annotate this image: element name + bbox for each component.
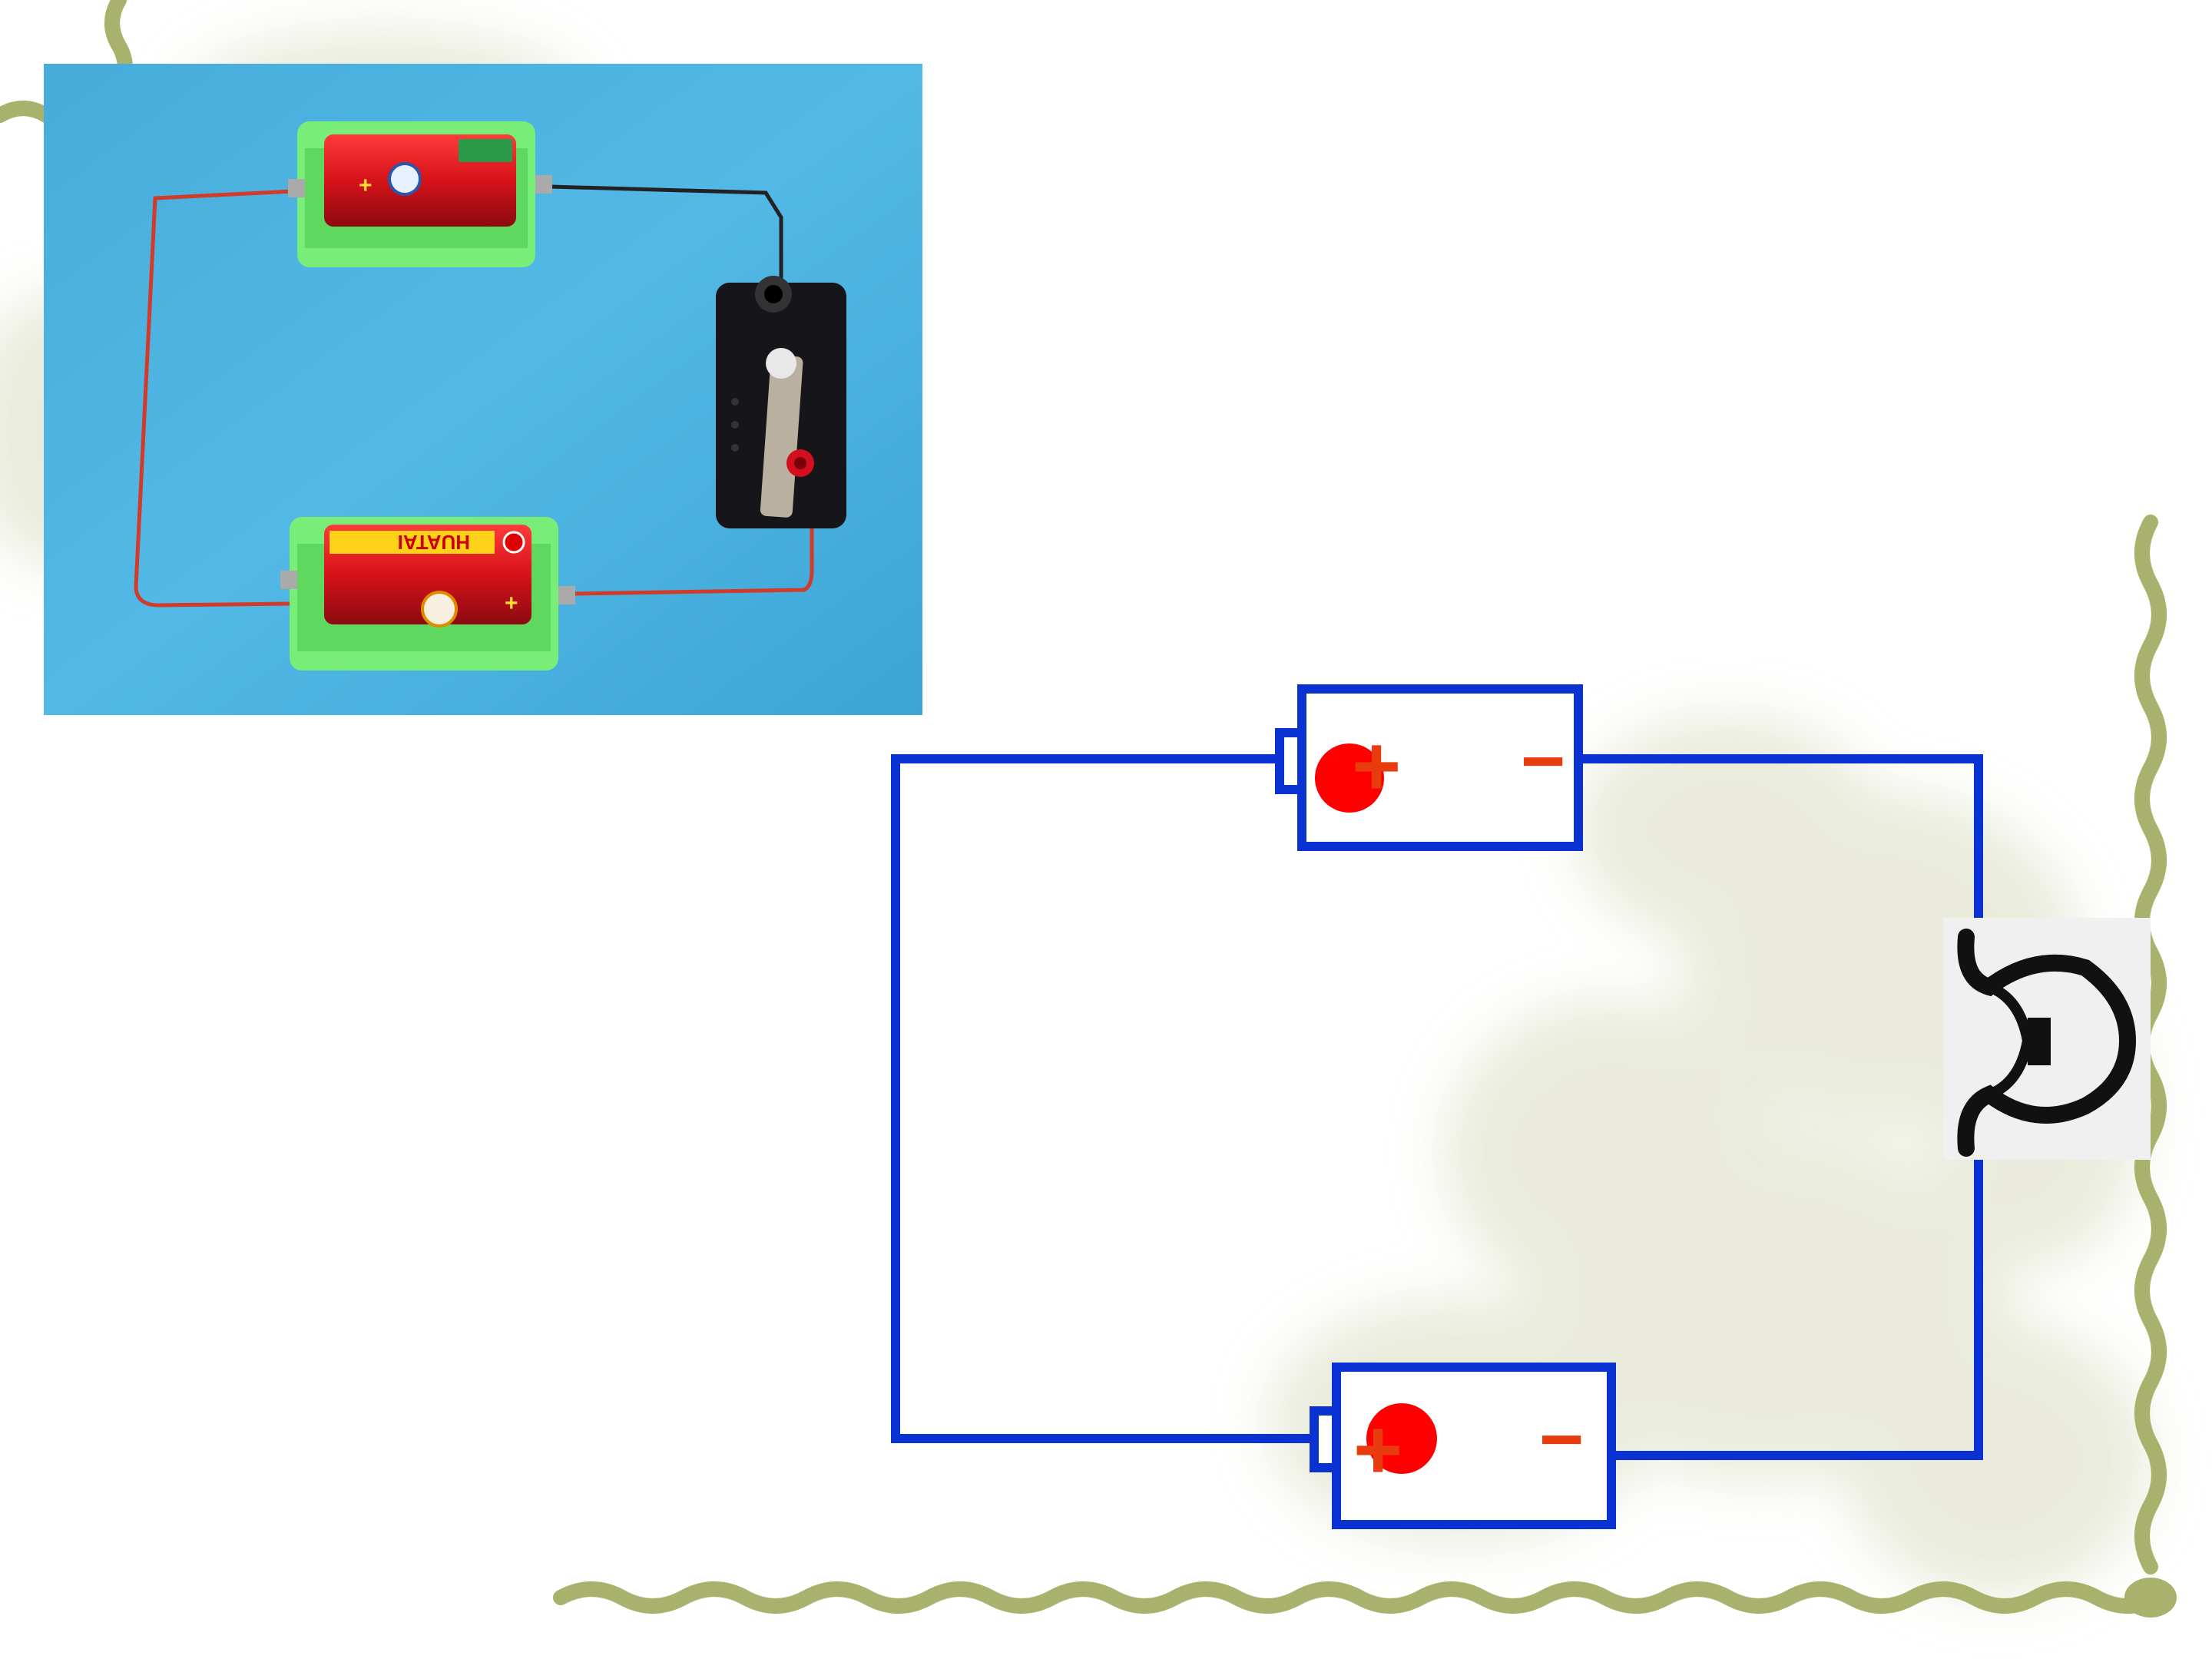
charge-dot-bottom (1366, 1403, 1437, 1474)
circuit-photo: + HUATAI + (44, 64, 922, 715)
bottom-battery-plus-sign: + (1353, 1402, 1402, 1497)
red-wire-bottom (573, 463, 814, 596)
wire-bottom-right (1607, 1140, 1983, 1460)
bottom-battery-nub (1310, 1406, 1341, 1472)
bottom-battery-minus-sign: − (1539, 1396, 1584, 1482)
wire-top-right (1574, 754, 1983, 922)
red-wire-left (134, 188, 310, 608)
bottom-battery-holder: HUATAI + (280, 517, 575, 671)
bottom-battery-plus: + (505, 591, 518, 616)
knife-switch (716, 276, 846, 528)
vine-bottom (553, 1581, 2166, 1614)
charge-dot-top (1315, 743, 1384, 813)
switch-symbol (1943, 918, 2151, 1160)
top-battery-holder: + (288, 121, 552, 267)
top-battery-plus-sign: + (1352, 719, 1401, 813)
top-battery-minus-sign: − (1521, 718, 1565, 804)
top-battery-plus: + (359, 173, 373, 198)
wire-top-left (891, 754, 1320, 1443)
bottom-battery-brand: HUATAI (398, 531, 470, 554)
top-battery-nub (1275, 728, 1306, 794)
black-wire-right (550, 184, 783, 294)
